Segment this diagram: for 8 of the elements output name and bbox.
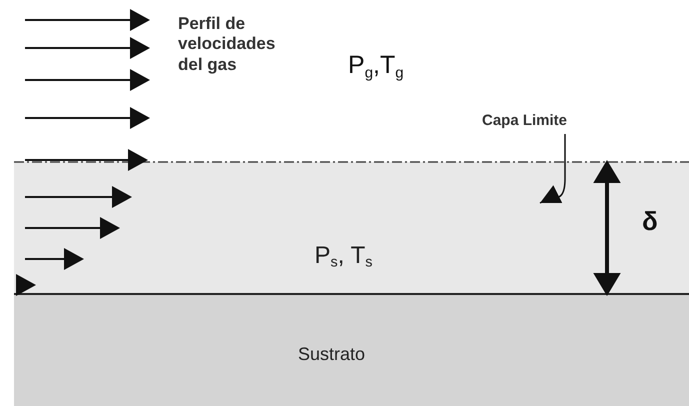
gas-conditions-label: P$_{g}$,T$_{g}$ (348, 50, 404, 82)
boundary-layer-conditions: P$_{s}$, T$_{s}$ (314, 242, 372, 270)
leader-line (540, 134, 566, 204)
boundary-layer-label: Capa Limite (482, 112, 622, 130)
thickness-symbol: δ (642, 206, 658, 238)
substrate-band (14, 294, 689, 406)
substrate-label: Sustrato (298, 344, 366, 364)
velocity-profile-label: Perfil de velocidades del gas (178, 14, 276, 76)
